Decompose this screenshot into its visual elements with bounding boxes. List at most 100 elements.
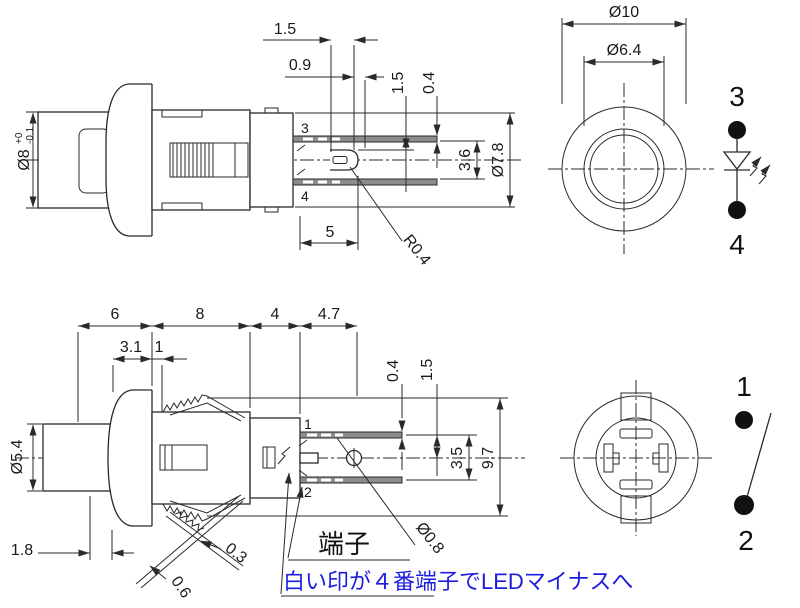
- drawing-line: R0.4: [399, 232, 433, 269]
- body-notch-bottom: [161, 202, 203, 211]
- led-terminal-3-label: 3: [729, 81, 745, 112]
- dim-4: 4: [271, 306, 280, 323]
- break-mark: [277, 446, 291, 465]
- dim-3-5: 3.5: [449, 447, 466, 469]
- pin-1-label: 1: [304, 416, 312, 432]
- dim-1-5: 1.5: [274, 21, 296, 38]
- drawing-line: Ø7.8: [490, 143, 507, 178]
- terminal-pin-2: [299, 476, 403, 484]
- drawing-line: [287, 486, 304, 559]
- dim-dia-7-8: Ø7.8: [490, 143, 507, 178]
- dim-3-6: 3.6: [457, 149, 474, 171]
- drawing-line: 0.3: [222, 540, 250, 567]
- note-text: 白い印が４番端子でLEDマイナスへ: [283, 569, 633, 594]
- terminal-label: 端子: [318, 529, 370, 559]
- rear-tab-bottom: [264, 206, 279, 213]
- bezel-outer-circle: [561, 106, 687, 232]
- terminal-dot-1: [735, 411, 753, 429]
- chamfer-mark: [298, 469, 308, 477]
- drawing-line: 0.6: [167, 573, 194, 601]
- led-lens: [330, 149, 359, 171]
- snap-arm-top: [162, 394, 246, 419]
- led-pin-base: [299, 452, 319, 464]
- chamfer-mark: [296, 168, 306, 176]
- rear-tab-top: [264, 107, 279, 114]
- switch-lever: [746, 412, 772, 498]
- rear-view: [560, 380, 714, 536]
- drawing-line: [307, 433, 317, 437]
- drawing-line: [318, 137, 327, 141]
- diode-triangle: [722, 151, 752, 171]
- dim-1: 1: [155, 339, 164, 356]
- rear-inner-circle: [595, 417, 677, 499]
- drawing-line: 1.5: [390, 72, 407, 94]
- terminal-slot-left-nub: [612, 452, 620, 465]
- switch-circuit-symbol: 1 2: [734, 371, 772, 556]
- light-emission-arrow: [749, 156, 762, 177]
- dome-cap: [107, 389, 152, 527]
- led-lens-inner: [332, 156, 348, 164]
- drawing-line: [318, 180, 327, 184]
- top-view-dimensions: Ø8 +0 -0.1 1.5 0.9 1.5 0.4 3.6: [14, 21, 514, 269]
- body-notch-top: [161, 109, 203, 118]
- dim-5: 5: [326, 224, 335, 241]
- drawing-line: [335, 433, 343, 437]
- drawing-line: -0.1: [25, 126, 36, 144]
- dim-1-8: 1.8: [11, 542, 33, 559]
- drawing-line: Ø8: [16, 149, 33, 170]
- drawing-line: Ø5.4: [9, 440, 26, 475]
- pin-3-label: 3: [301, 120, 309, 136]
- rear-detail: [262, 446, 276, 469]
- leg-serration: [174, 511, 205, 531]
- drawing-line: Ø0.8: [412, 519, 447, 557]
- dim-dia8: Ø8 +0 -0.1: [14, 126, 36, 170]
- snap-arm-bottom: [162, 497, 246, 522]
- bottom-view-dimensions: 6 8 4 4.7 3.1 1 Ø5.4 1.8 0.4 1.5: [9, 306, 633, 601]
- dim-dia-10: Ø10: [609, 4, 639, 21]
- dim-r-0-4: R0.4: [399, 232, 433, 269]
- terminal-dot-4: [728, 201, 746, 219]
- dome-cap: [105, 83, 152, 237]
- snap-arm-bottom-inner: [169, 494, 242, 514]
- bottom-side-view: 1 2: [15, 389, 525, 589]
- drawing-line: 3.6: [457, 149, 474, 171]
- release-leg: [169, 511, 244, 567]
- terminal-slot-right-nub: [652, 452, 660, 465]
- drawing-line: [349, 166, 403, 242]
- led-circuit-symbol: 3 4: [722, 81, 771, 260]
- button-inner-circle: [589, 134, 659, 204]
- chamfer-mark: [298, 439, 308, 447]
- drawing-line: [332, 137, 340, 141]
- terminal-slot-bottom: [619, 479, 653, 490]
- dim-4-7: 4.7: [318, 306, 340, 323]
- dim-dia-5-4: Ø5.4: [9, 440, 26, 475]
- switch-terminal-2-label: 2: [738, 525, 754, 556]
- plunger-outline: [42, 423, 111, 492]
- pin-4-label: 4: [301, 188, 309, 204]
- rear-outer-circle: [573, 395, 699, 521]
- drawing-line: 0.4: [385, 360, 402, 382]
- drawing-line: [280, 472, 292, 595]
- terminal-pin-4: [292, 178, 438, 186]
- drawing-line: [321, 433, 331, 437]
- dim-0-9: 0.9: [289, 57, 311, 74]
- drawing-line: 1.5: [419, 359, 436, 381]
- terminal-pin-1: [299, 431, 403, 439]
- drawing-line: [303, 137, 313, 141]
- ribs: [172, 143, 214, 177]
- drawing-line: [200, 540, 222, 550]
- terminal-dot-3: [728, 121, 746, 139]
- drawing-line: [336, 437, 416, 546]
- dim-1-5-b: 1.5: [419, 359, 436, 381]
- body-rear: [249, 112, 294, 208]
- drawing-line: 3.5: [449, 447, 466, 469]
- dim-6: 6: [111, 306, 120, 323]
- dim-0-3: 0.3: [222, 540, 250, 567]
- drawing-line: [303, 180, 313, 184]
- drawing-line: [321, 478, 331, 482]
- drawing-line: [332, 180, 340, 184]
- snap-arm-top-inner: [169, 402, 242, 422]
- dim-dia-0-8: Ø0.8: [412, 519, 447, 557]
- drawing-line: 0.4: [421, 72, 438, 94]
